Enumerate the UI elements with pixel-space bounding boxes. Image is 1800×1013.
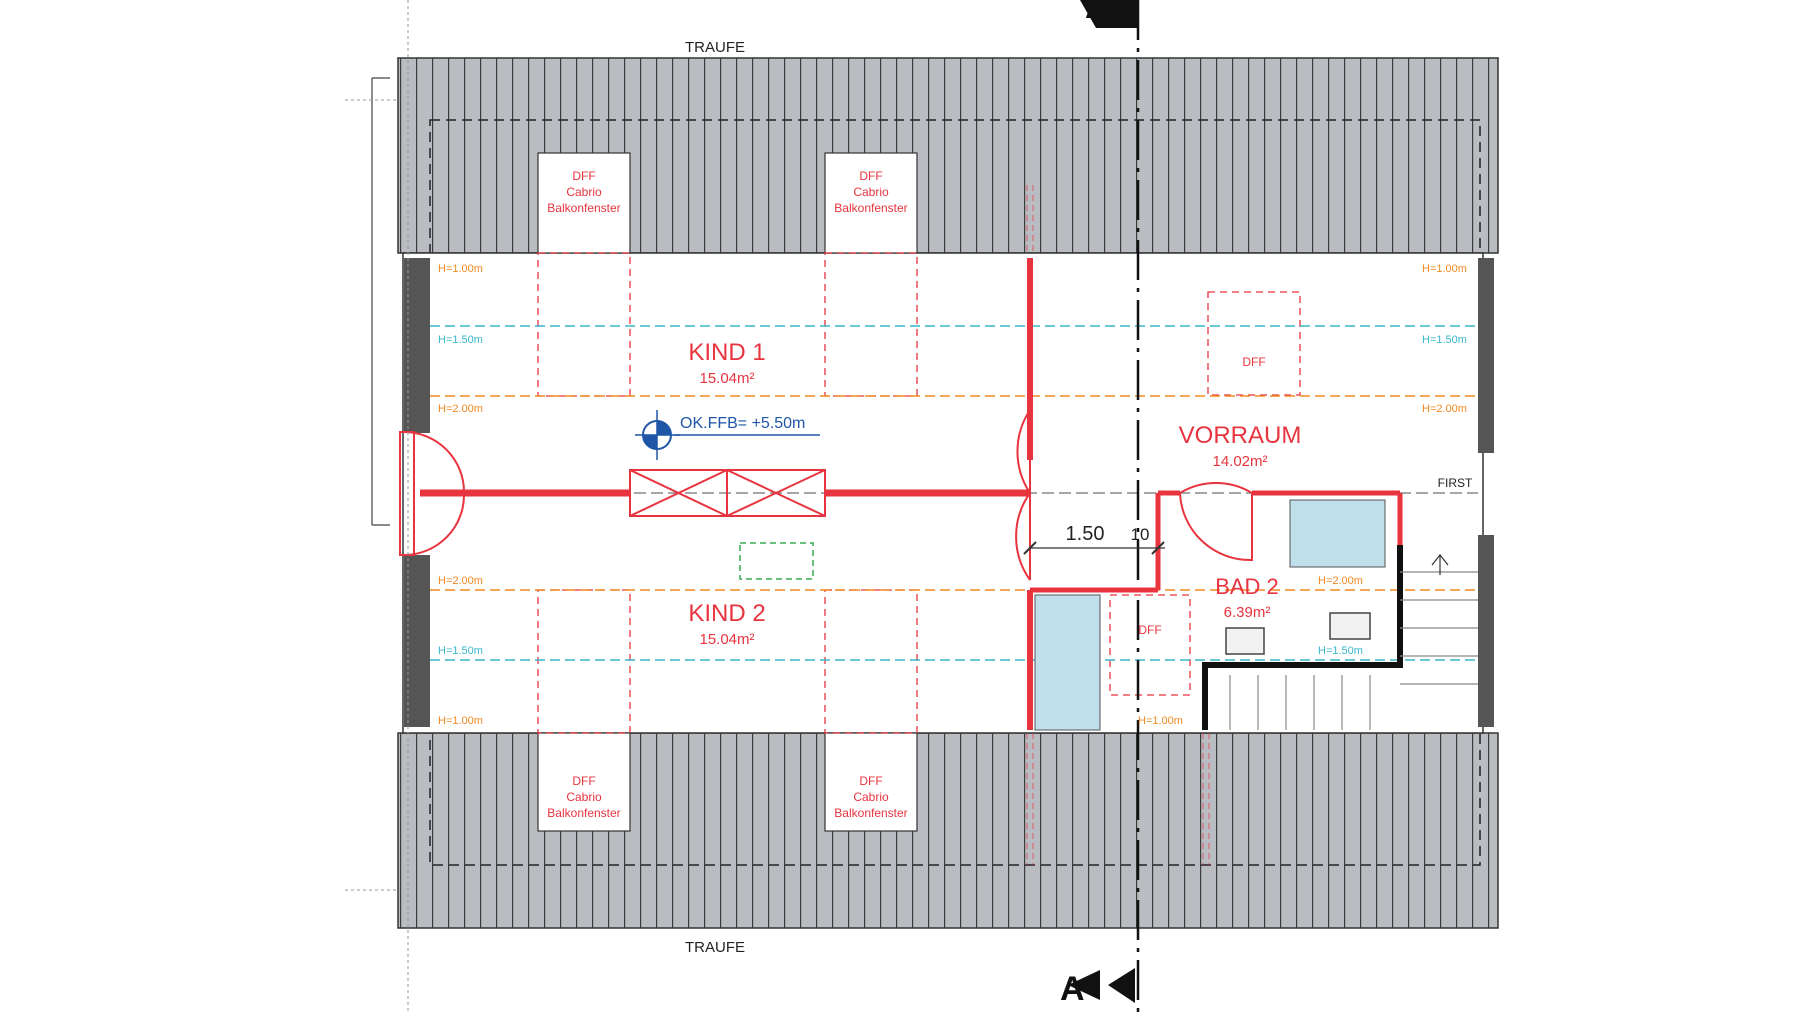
room-vorraum-area: 14.02m² bbox=[1212, 453, 1267, 470]
height-label-h200-tr: H=2.00m bbox=[1422, 403, 1467, 415]
gable-wall-right-bottom bbox=[1478, 535, 1494, 727]
window-label-line: DFF bbox=[572, 774, 595, 788]
storage-boxes bbox=[629, 469, 826, 517]
height-label-h100-tl: H=1.00m bbox=[438, 263, 483, 275]
height-label-h100-bm: H=1.00m bbox=[1138, 715, 1183, 727]
window-label-line: DFF bbox=[859, 774, 882, 788]
elevation-label: OK.FFB= +5.50m bbox=[680, 415, 805, 432]
height-label-h150-br: H=1.50m bbox=[1318, 645, 1363, 657]
elevation-symbol bbox=[635, 410, 820, 460]
section-marker-label-top: A bbox=[1085, 0, 1110, 26]
window-label-bottom-left: DFF Cabrio Balkonfenster bbox=[547, 774, 620, 820]
stair-wall bbox=[1202, 545, 1403, 730]
section-marker-top bbox=[1080, 0, 1138, 28]
height-label-h100-bl: H=1.00m bbox=[438, 715, 483, 727]
window-label-line: Balkonfenster bbox=[547, 201, 620, 215]
section-marker-label-bottom: A bbox=[1060, 970, 1085, 1008]
window-label-line: Cabrio bbox=[853, 185, 889, 199]
washbasin-2 bbox=[1329, 612, 1371, 640]
window-label-line: Cabrio bbox=[566, 790, 602, 804]
height-label-h200-bl: H=2.00m bbox=[438, 575, 483, 587]
room-bad2-name: BAD 2 bbox=[1215, 574, 1279, 599]
room-bad2-area: 6.39m² bbox=[1224, 604, 1271, 621]
room-vorraum-name: VORRAUM bbox=[1179, 422, 1302, 449]
first-label: FIRST bbox=[1438, 476, 1473, 490]
window-label-line: Balkonfenster bbox=[834, 201, 907, 215]
window-label-line: Balkonfenster bbox=[547, 806, 620, 820]
window-label-top-left: DFF Cabrio Balkonfenster bbox=[547, 169, 620, 215]
height-label-h150-tr: H=1.50m bbox=[1422, 334, 1467, 346]
window-label-bad: DFF bbox=[1138, 623, 1161, 637]
height-lines bbox=[430, 325, 1478, 661]
bathtub bbox=[1289, 499, 1386, 568]
height-label-h150-bl: H=1.50m bbox=[438, 645, 483, 657]
room-kind2-area: 15.04m² bbox=[699, 631, 754, 648]
dimension-label-1: 1.50 bbox=[1066, 523, 1105, 545]
window-label-line: Balkonfenster bbox=[834, 806, 907, 820]
window-label-line: Cabrio bbox=[853, 790, 889, 804]
window-label-line: DFF bbox=[572, 169, 595, 183]
room-kind2-name: KIND 2 bbox=[688, 600, 765, 627]
height-label-h200-br: H=2.00m bbox=[1318, 575, 1363, 587]
roof-reference-lines bbox=[1026, 185, 1210, 865]
staircase bbox=[1229, 554, 1478, 730]
section-marker-bottom bbox=[1068, 968, 1135, 1003]
dimension-label-2: 10 bbox=[1131, 525, 1150, 544]
hatch-outline bbox=[739, 542, 814, 580]
dormers-top bbox=[537, 152, 918, 254]
dimension-tick-2 bbox=[1151, 541, 1165, 555]
window-label-vorraum: DFF bbox=[1242, 355, 1265, 369]
shower-tray bbox=[1034, 594, 1101, 731]
dimension-tick-1 bbox=[1023, 541, 1037, 555]
window-label-line: DFF bbox=[859, 169, 882, 183]
dormers-bottom bbox=[537, 732, 918, 832]
gable-wall-left-bottom bbox=[404, 555, 430, 727]
room-kind1-name: KIND 1 bbox=[688, 339, 765, 366]
interior-walls bbox=[420, 258, 1403, 730]
height-label-h150-tl: H=1.50m bbox=[438, 334, 483, 346]
room-kind1-area: 15.04m² bbox=[699, 370, 754, 387]
height-label-h100-tr: H=1.00m bbox=[1422, 263, 1467, 275]
door-swings bbox=[399, 409, 1253, 581]
window-label-line: Cabrio bbox=[566, 185, 602, 199]
traufe-bottom-label: TRAUFE bbox=[685, 939, 745, 956]
traufe-top-label: TRAUFE bbox=[685, 39, 745, 56]
gable-wall-right-top bbox=[1478, 258, 1494, 453]
height-label-h200-tl: H=2.00m bbox=[438, 403, 483, 415]
washbasin-1 bbox=[1225, 627, 1265, 655]
window-label-top-right: DFF Cabrio Balkonfenster bbox=[834, 169, 907, 215]
window-label-bottom-right: DFF Cabrio Balkonfenster bbox=[834, 774, 907, 820]
